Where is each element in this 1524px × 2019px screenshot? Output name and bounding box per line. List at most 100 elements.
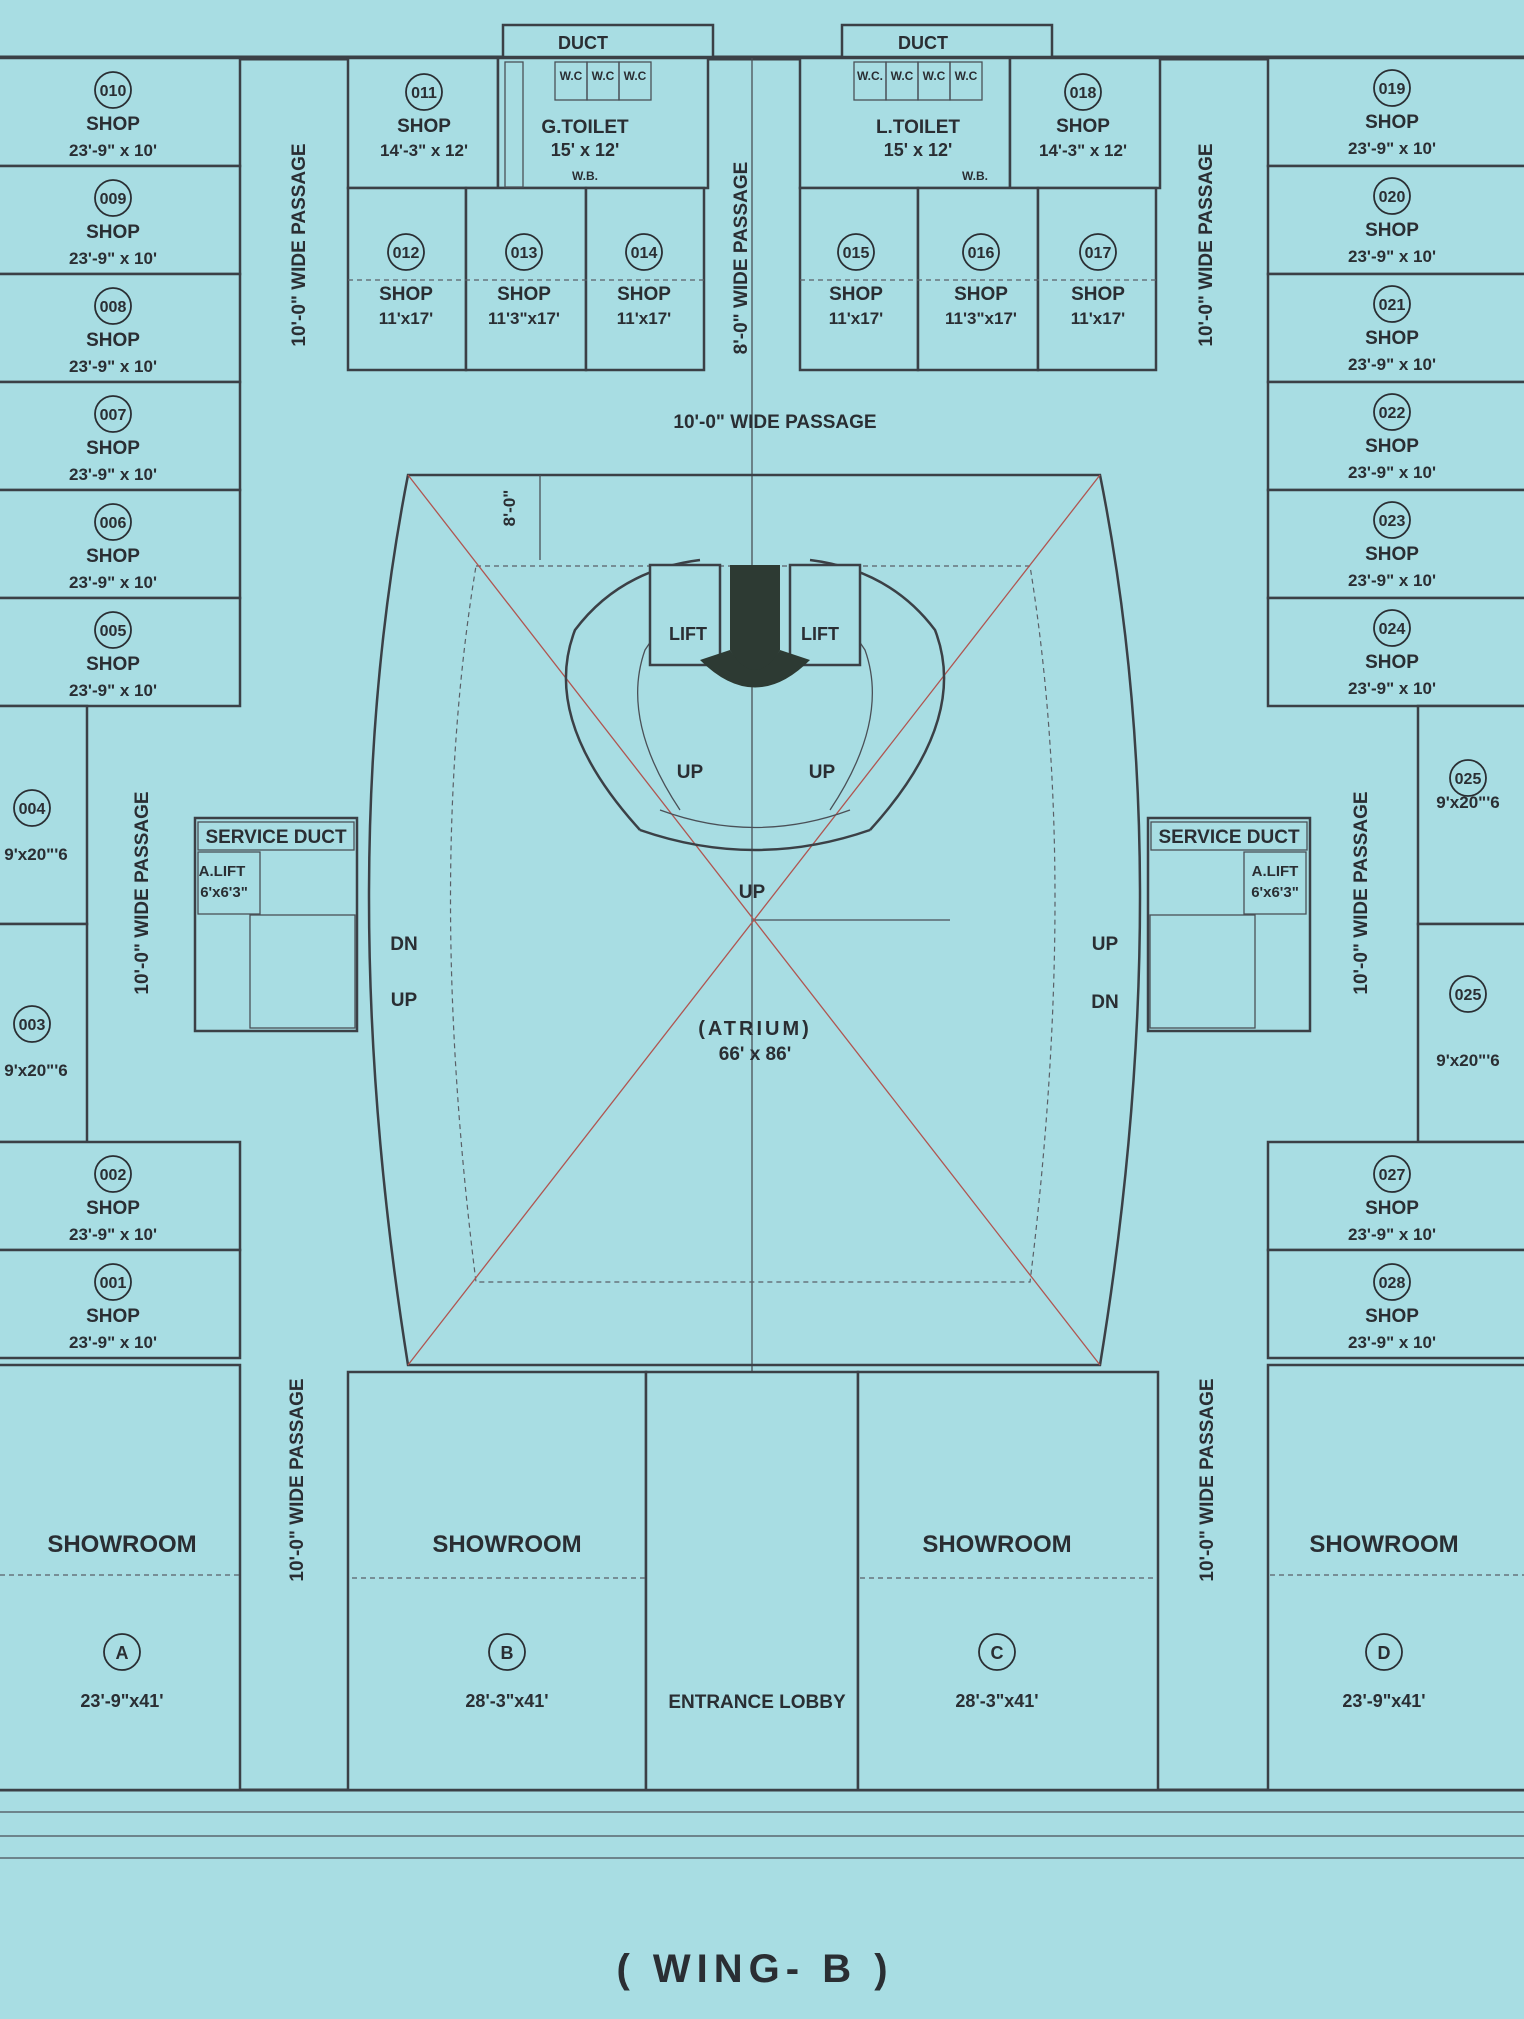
- shop-word: SHOP: [86, 654, 140, 675]
- showroom-word: SHOWROOM: [1309, 1531, 1458, 1558]
- l-toilet-size: 15' x 12': [884, 140, 953, 160]
- service-cores: [193, 816, 1312, 1033]
- shop-number: 008: [100, 299, 127, 316]
- shop-number-circle: [387, 233, 425, 271]
- shop-number: 015: [843, 245, 870, 262]
- shop-number: 002: [100, 1167, 127, 1184]
- showroom-id: D: [1378, 1643, 1391, 1663]
- showroom-size: 23'-9"x41': [80, 1691, 163, 1711]
- passage-label: 10'-0" WIDE PASSAGE: [289, 143, 310, 346]
- shop-word: SHOP: [1365, 1306, 1419, 1327]
- shop-word: SHOP: [1365, 436, 1419, 457]
- a-lift-name: A.LIFT: [199, 863, 246, 880]
- shop-word: SHOP: [397, 116, 451, 137]
- shop-number-circle: [1373, 501, 1411, 539]
- shop-size: 23'-9" x 10': [69, 1225, 157, 1244]
- g-toilet-name: G.TOILET: [541, 117, 629, 138]
- atrium-size: 66' x 86': [719, 1044, 791, 1065]
- shop-number-circle: [625, 233, 663, 271]
- shop-word: SHOP: [1365, 220, 1419, 241]
- shop-number: 003: [19, 1017, 46, 1034]
- shop-size: 23'-9" x 10': [1348, 355, 1436, 374]
- service-duct-label: SERVICE DUCT: [205, 827, 347, 848]
- shop-number: 023: [1379, 513, 1406, 530]
- passage-label: 10'-0" WIDE PASSAGE: [287, 1378, 308, 1581]
- shop-number-circle: [94, 1263, 132, 1301]
- shop-number-circle: [837, 233, 875, 271]
- left-shop-column: [0, 56, 242, 1360]
- showroom-word: SHOWROOM: [922, 1531, 1071, 1558]
- wc-label: W.C: [592, 69, 615, 83]
- showroom-size: 23'-9"x41': [1342, 1691, 1425, 1711]
- wc-label: W.C: [560, 69, 583, 83]
- shop-number: 007: [100, 407, 127, 424]
- showroom-id-circle: [978, 1633, 1016, 1671]
- a-lift-size: 6'x6'3": [1251, 884, 1299, 901]
- shop-number: 014: [631, 245, 658, 262]
- wc-label: W.C: [955, 69, 978, 83]
- shop-number-circle: [1373, 1155, 1411, 1193]
- entrance-lobby-label: ENTRANCE LOBBY: [668, 1692, 846, 1713]
- atrium-structure: [367, 473, 1142, 1367]
- shop-number: 001: [100, 1275, 127, 1292]
- shop-number-circle: [405, 73, 443, 111]
- shop-number-circle: [13, 789, 51, 827]
- wc-label: W.C: [891, 69, 914, 83]
- passage-label: 8'-0" WIDE PASSAGE: [731, 162, 752, 355]
- shop-size: 9'x20"'6: [1436, 793, 1499, 812]
- shop-word: SHOP: [1365, 112, 1419, 133]
- shop-number-circle: [1079, 233, 1117, 271]
- shop-number-circle: [1373, 609, 1411, 647]
- plan-title: ( WING- B ): [616, 1947, 893, 1991]
- shop-number-circle: [1064, 73, 1102, 111]
- shop-size: 23'-9" x 10': [69, 1333, 157, 1352]
- shop-word: SHOP: [1056, 116, 1110, 137]
- shop-number-circle: [94, 1155, 132, 1193]
- shop-size: 14'-3" x 12': [380, 141, 468, 160]
- shop-size: 23'-9" x 10': [1348, 571, 1436, 590]
- shop-size: 23'-9" x 10': [1348, 679, 1436, 698]
- shop-word: SHOP: [86, 114, 140, 135]
- shop-size: 23'-9" x 10': [69, 141, 157, 160]
- shop-number: 025: [1455, 771, 1482, 788]
- shop-size: 23'-9" x 10': [1348, 463, 1436, 482]
- shop-number-circle: [1449, 759, 1487, 797]
- shop-number: 012: [393, 245, 420, 262]
- a-lift-name: A.LIFT: [1252, 863, 1299, 880]
- shop-size: 23'-9" x 10': [1348, 1225, 1436, 1244]
- shop-number-circle: [1373, 285, 1411, 323]
- shop-size: 23'-9" x 10': [69, 357, 157, 376]
- shop-size: 23'-9" x 10': [69, 681, 157, 700]
- showroom-id-circle: [488, 1633, 526, 1671]
- shop-word: SHOP: [1071, 284, 1125, 305]
- showroom-size: 28'-3"x41': [465, 1691, 548, 1711]
- shop-number: 017: [1085, 245, 1112, 262]
- shop-number: 028: [1379, 1275, 1406, 1292]
- shop-word: SHOP: [86, 438, 140, 459]
- showroom-size: 28'-3"x41': [955, 1691, 1038, 1711]
- shop-word: SHOP: [86, 222, 140, 243]
- shop-size: 11'x17': [617, 309, 671, 328]
- shop-word: SHOP: [86, 330, 140, 351]
- shop-number-circle: [1449, 975, 1487, 1013]
- showroom-id-circle: [1365, 1633, 1403, 1671]
- passage-label: 10'-0" WIDE PASSAGE: [1197, 1378, 1218, 1581]
- wb-label: W.B.: [962, 169, 988, 183]
- shop-word: SHOP: [1365, 1198, 1419, 1219]
- shop-number: 006: [100, 515, 127, 532]
- stair-dn-label: DN: [1091, 992, 1118, 1013]
- shop-size: 23'-9" x 10': [69, 249, 157, 268]
- showroom-id: B: [501, 1643, 514, 1663]
- shop-word: SHOP: [829, 284, 883, 305]
- shop-number: 004: [19, 801, 46, 818]
- g-toilet-size: 15' x 12': [551, 140, 620, 160]
- shop-number-circle: [94, 287, 132, 325]
- shop-word: SHOP: [617, 284, 671, 305]
- showroom-word: SHOWROOM: [432, 1531, 581, 1558]
- shop-word: SHOP: [379, 284, 433, 305]
- shop-size: 23'-9" x 10': [1348, 247, 1436, 266]
- shop-number-circle: [94, 395, 132, 433]
- shop-number-circle: [94, 71, 132, 109]
- shop-size: 23'-9" x 10': [69, 465, 157, 484]
